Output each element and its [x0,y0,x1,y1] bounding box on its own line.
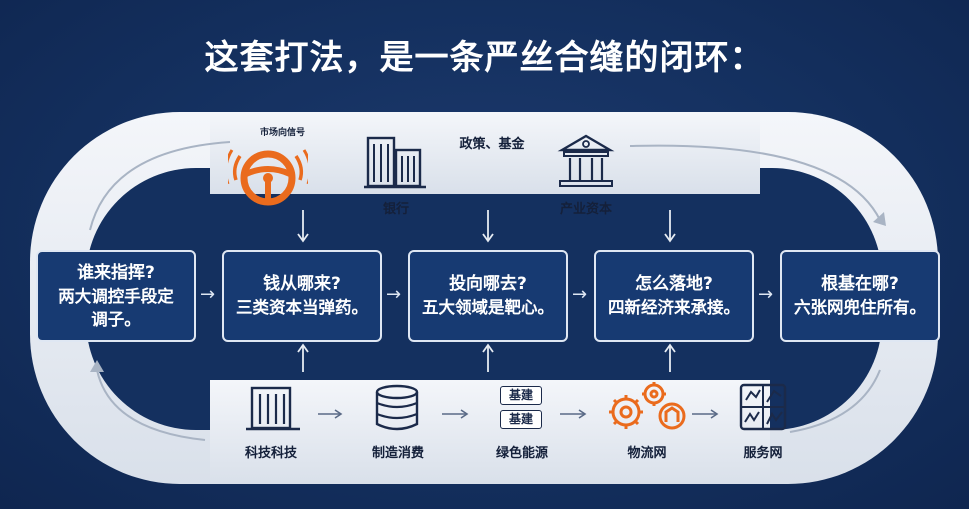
signal-label: 市场向信号 [260,128,306,138]
bottom-panel [210,380,770,484]
bank-building-icon [364,136,426,189]
flow-arrow-3: → [572,284,588,305]
tech-building-icon [246,386,300,431]
policy-fund-label: 政策、基金 [459,137,525,152]
box-implementation: 怎么落地? 四新经济来承接。 [594,250,754,342]
box-investment-target: 投向哪去? 五大领域是靶心。 [408,250,568,342]
box-1-line3: 调子。 [91,309,141,329]
steering-wheel-signal-icon [228,149,308,206]
page-title: 这套打法，是一条严丝合缝的闭环： [204,38,765,78]
tech-label: 科技科技 [244,446,297,461]
flow-arrow-2: → [386,284,402,305]
flow-arrow-1: → [200,284,216,305]
arc-top-right-head [873,212,886,226]
gears-icon [609,382,686,430]
arc-bottom-right [789,369,881,433]
consumption-label: 制造消费 [371,446,424,461]
box-2-line1: 钱从哪来? [263,274,341,294]
box-5-line2: 六张网兜住所有。 [794,298,926,317]
arc-top-right [629,144,881,221]
box-4-line1: 怎么落地? [635,274,713,294]
box-4-line2: 四新经济来承接。 [608,298,740,317]
box-3-line2: 五大领域是靶心。 [422,298,554,317]
bottom-row-arrows [318,409,719,419]
arc-bottom-left-head [90,360,104,372]
industry-capital-label: 产业资本 [559,202,612,217]
logistics-network-label: 物流网 [627,446,667,461]
box-foundation: 根基在哪? 六张网兜住所有。 [780,250,940,342]
box-1-line1: 谁来指挥? [77,262,155,283]
box-5-line1: 根基在哪? [821,274,899,294]
box-1-line2: 两大调控手段定 [58,286,174,306]
down-arrows [297,210,676,243]
box-3-line1: 投向哪去? [449,274,527,294]
database-stack-icon [375,384,419,431]
box-who-commands: 谁来指挥? 两大调控手段定 调子。 [36,250,196,342]
arc-bottom-left [96,369,206,441]
box-money-source: 钱从哪来? 三类资本当弹药。 [222,250,382,342]
up-arrows [297,343,676,372]
industry-building-icon [557,134,615,187]
box-2-line2: 三类资本当弹药。 [236,298,368,317]
arc-top-left [89,141,231,231]
green-tag-1: 基建 [500,386,542,405]
green-tag-2: 基建 [500,410,542,429]
flow-arrow-4: → [758,284,774,305]
service-dashboard-icon [739,383,787,431]
service-network-label: 服务网 [743,446,783,461]
bank-label: 银行 [382,202,409,217]
green-energy-label: 绿色能源 [495,446,548,461]
